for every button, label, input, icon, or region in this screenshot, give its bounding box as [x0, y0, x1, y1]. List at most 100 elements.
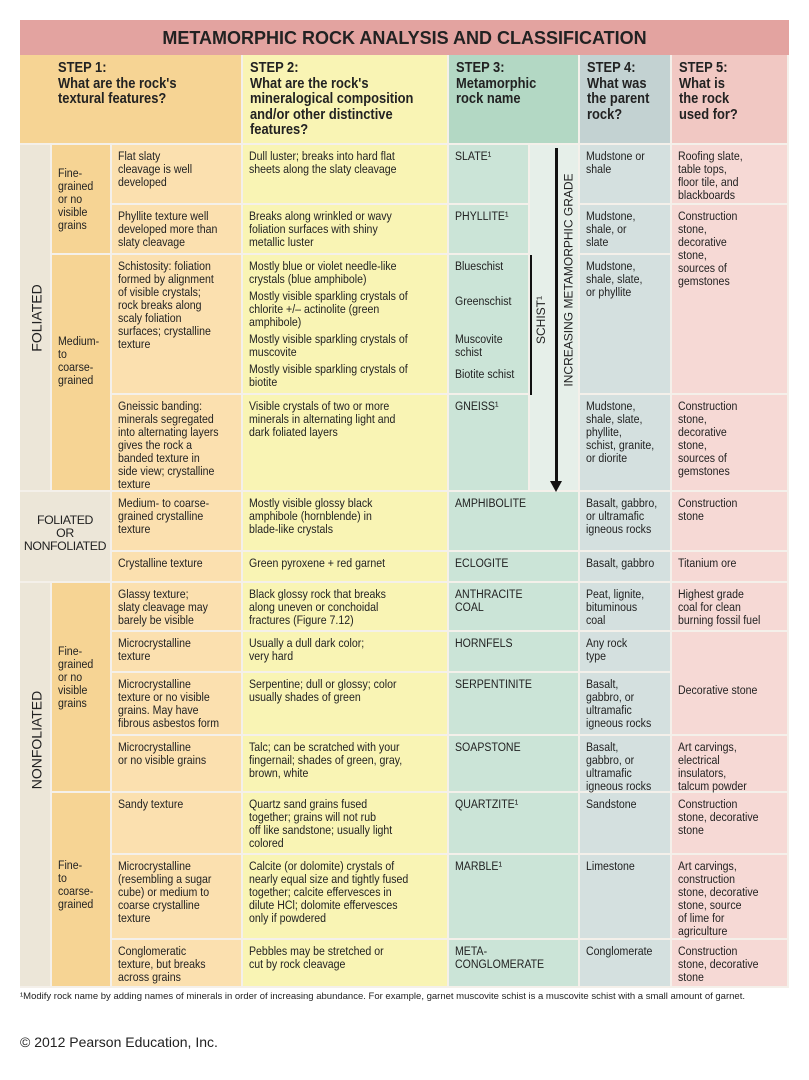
rock-name-cell-text: ANTHRACITE COAL — [455, 587, 523, 614]
rock-name-cell-text: MARBLE¹ — [455, 859, 503, 873]
parent-rock-cell: Basalt, gabbro, or ultramafic igneous ro… — [580, 736, 672, 793]
parent-rock-cell: Any rock type — [580, 632, 672, 673]
minerals-cell: Black glossy rock that breaks along unev… — [243, 583, 449, 632]
group-foliated — [20, 145, 52, 492]
rock-name-cell-text: META- CONGLOMERATE — [455, 944, 545, 971]
texture-cell: Conglomeratic texture, but breaks across… — [112, 940, 243, 988]
rock-name-cell: SOAPSTONE — [449, 736, 580, 793]
parent-rock-cell-text: Basalt, gabbro — [586, 556, 655, 570]
rock-name-cell: META- CONGLOMERATE — [449, 940, 580, 988]
parent-rock-cell: Conglomerate — [580, 940, 672, 988]
metamorphic-grade-label: INCREASING METAMORPHIC GRADE — [561, 173, 576, 387]
parent-rock-cell: Mudstone, shale, or slate — [580, 205, 672, 255]
rock-name-cell-text: ECLOGITE — [455, 556, 509, 570]
header-step-4: STEP 4: What was the parent rock? — [580, 55, 672, 145]
copyright: © 2012 Pearson Education, Inc. — [20, 1034, 218, 1050]
grain-fine-to-coarse: Fine- to coarse- grained — [52, 793, 112, 988]
header-step-1-text: STEP 1: What are the rock's textural fea… — [58, 59, 177, 107]
rock-name-cell-text: SERPENTINITE — [455, 677, 532, 691]
parent-rock-cell-text: Sandstone — [586, 797, 637, 811]
rock-name-cell-text: SOAPSTONE — [455, 740, 521, 754]
use-cell-text: Roofing slate, table tops, floor tile, a… — [678, 149, 743, 202]
minerals-cell-text: Dull luster; breaks into hard flat sheet… — [249, 149, 397, 176]
parent-rock-cell: Mudstone, shale, slate, or phyllite — [580, 255, 672, 395]
minerals-cell: Mostly visible glossy black amphibole (h… — [243, 492, 449, 552]
use-cell: Construction stone, decorative stone — [672, 940, 789, 988]
minerals-cell-text: Black glossy rock that breaks along unev… — [249, 587, 386, 627]
footnote: ¹Modify rock name by adding names of min… — [20, 991, 745, 1002]
parent-rock-cell-text: Any rock type — [586, 636, 628, 663]
minerals-cell-text: Mostly visible glossy black amphibole (h… — [249, 496, 373, 536]
use-cell-text: Art carvings, electrical insulators, tal… — [678, 740, 747, 793]
grain-medium: Medium- to coarse- grained — [52, 255, 112, 492]
mineral-description: Mostly blue or violet needle-like crysta… — [249, 259, 397, 286]
minerals-cell-text: Quartz sand grains fused together; grain… — [249, 797, 393, 850]
rock-name: Biotite schist — [455, 367, 515, 381]
parent-rock-cell: Basalt, gabbro, or ultramafic igneous ro… — [580, 673, 672, 736]
schist-bracket — [530, 255, 532, 395]
grain-fine: Fine- grained or no visible grains — [52, 583, 112, 793]
grain-fine: Fine- grained or no visible grains — [52, 145, 112, 255]
group-label-nonfoliated: NONFOLIATED — [27, 690, 44, 790]
rock-name: Blueschist — [455, 259, 504, 273]
grade-arrow-shaft — [555, 148, 558, 481]
rock-name-cell: QUARTZITE¹ — [449, 793, 580, 855]
minerals-cell: Mostly blue or violet needle-like crysta… — [243, 255, 449, 395]
texture-cell-text: Microcrystalline or no visible grains — [118, 740, 207, 767]
rock-name: Muscovite schist — [455, 332, 503, 359]
grain-medium-text: Medium- to coarse- grained — [58, 334, 100, 387]
use-cell-text: Construction stone — [678, 496, 738, 523]
texture-cell-text: Microcrystalline (resembling a sugar cub… — [118, 859, 212, 925]
use-cell-text: Highest grade coal for clean burning fos… — [678, 587, 761, 627]
minerals-cell-text: Pebbles may be stretched or cut by rock … — [249, 944, 384, 971]
use-cell: Construction stone, decorative stone, so… — [672, 395, 789, 492]
parent-rock-cell: Mudstone or shale — [580, 145, 672, 205]
rock-name-cell: GNEISS¹ — [449, 395, 530, 492]
header-step-2-text: STEP 2: What are the rock's mineralogica… — [250, 59, 414, 138]
use-cell: Construction stone, decorative stone — [672, 793, 789, 855]
use-cell-text: Construction stone, decorative stone, so… — [678, 209, 738, 288]
texture-cell: Flat slaty cleavage is well developed — [112, 145, 243, 205]
header-step-5: STEP 5: What is the rock used for? — [672, 55, 789, 145]
grain-fine-text: Fine- grained or no visible grains — [58, 166, 94, 232]
mineral-description: Mostly visible sparkling crystals of chl… — [249, 289, 408, 329]
texture-cell-text: Glassy texture; slaty cleavage may barel… — [118, 587, 208, 627]
group-label-foliated: FOLIATED — [28, 284, 45, 352]
rock-name-cell-text: GNEISS¹ — [455, 399, 499, 413]
parent-rock-cell: Sandstone — [580, 793, 672, 855]
rock-name-cell: SLATE¹ — [449, 145, 530, 205]
minerals-cell-text: Talc; can be scratched with your fingern… — [249, 740, 403, 780]
grain-fine-to-coarse-text: Fine- to coarse- grained — [58, 858, 94, 911]
parent-rock-cell-text: Mudstone, shale, slate, phyllite, schist… — [586, 399, 655, 465]
use-cell: Art carvings, electrical insulators, tal… — [672, 736, 789, 793]
parent-rock-cell-text: Basalt, gabbro, or ultramafic igneous ro… — [586, 677, 652, 730]
group-foliated-or-nonfoliated-text: FOLIATED OR NONFOLIATED — [23, 513, 107, 553]
minerals-cell: Breaks along wrinkled or wavy foliation … — [243, 205, 449, 255]
use-cell: Construction stone, decorative stone, so… — [672, 205, 789, 395]
grain-fine-text: Fine- grained or no visible grains — [58, 644, 94, 710]
use-cell: Titanium ore — [672, 552, 789, 583]
minerals-cell-text: Green pyroxene + red garnet — [249, 556, 386, 570]
texture-cell-text: Sandy texture — [118, 797, 184, 811]
use-cell: Highest grade coal for clean burning fos… — [672, 583, 789, 632]
use-cell-text: Construction stone, decorative stone, so… — [678, 399, 738, 478]
rock-name-cell-text: SLATE¹ — [455, 149, 492, 163]
rock-name-cell: HORNFELS — [449, 632, 580, 673]
texture-cell-text: Flat slaty cleavage is well developed — [118, 149, 193, 189]
texture-cell-text: Schistosity: foliation formed by alignme… — [118, 259, 214, 351]
texture-cell: Phyllite texture well developed more tha… — [112, 205, 243, 255]
minerals-cell: Visible crystals of two or more minerals… — [243, 395, 449, 492]
use-cell-text: Construction stone, decorative stone — [678, 944, 759, 984]
texture-cell-text: Crystalline texture — [118, 556, 203, 570]
use-cell-text: Construction stone, decorative stone — [678, 797, 759, 837]
use-cell: Construction stone — [672, 492, 789, 552]
rock-name-cell-text: PHYLLITE¹ — [455, 209, 509, 223]
texture-cell: Sandy texture — [112, 793, 243, 855]
rock-name-cell-text: AMPHIBOLITE — [455, 496, 527, 510]
minerals-cell: Pebbles may be stretched or cut by rock … — [243, 940, 449, 988]
texture-cell-text: Medium- to coarse- grained crystalline t… — [118, 496, 210, 536]
texture-cell: Medium- to coarse- grained crystalline t… — [112, 492, 243, 552]
parent-rock-cell: Mudstone, shale, slate, phyllite, schist… — [580, 395, 672, 492]
minerals-cell: Dull luster; breaks into hard flat sheet… — [243, 145, 449, 205]
